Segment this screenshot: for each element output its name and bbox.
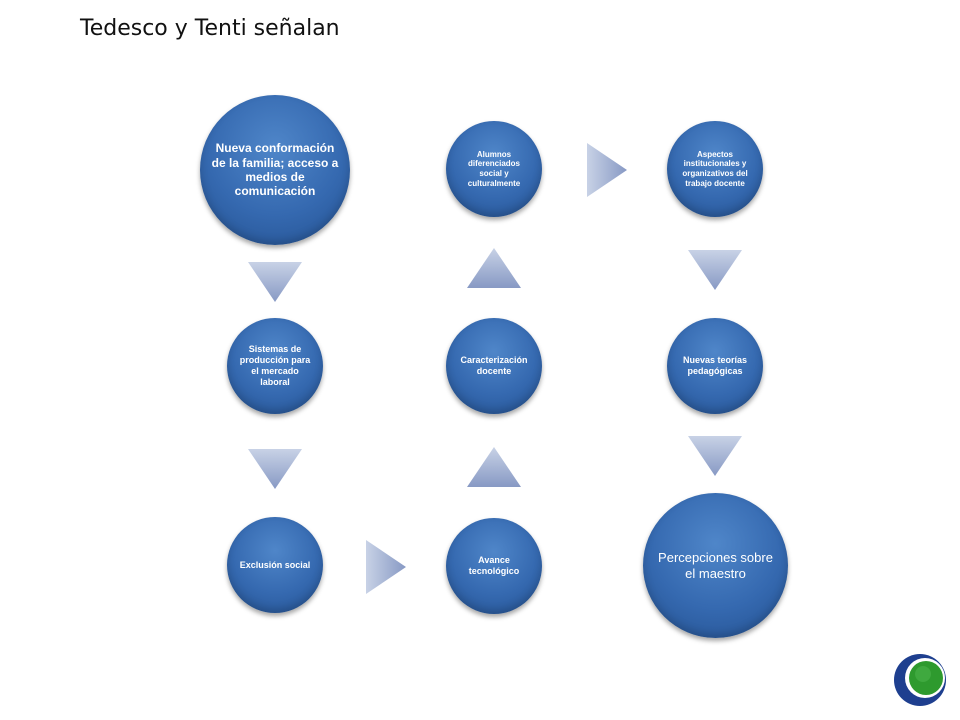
arrow-up-2: [467, 248, 521, 288]
node-alumnos: Alumnos diferenciados social y culturalm…: [446, 121, 542, 217]
arrow-down-2: [248, 449, 302, 489]
node-alumnos-label: Alumnos diferenciados social y culturalm…: [467, 149, 521, 188]
arrow-up-1: [467, 447, 521, 487]
node-percepciones: Percepciones sobre el maestro: [643, 493, 788, 638]
node-familia-label: Nueva conformación de la familia; acceso…: [211, 141, 339, 199]
node-caracterizacion-label: Caracterización docente: [460, 355, 528, 376]
slide-title: Tedesco y Tenti señalan: [80, 16, 340, 41]
node-aspectos: Aspectos institucionales y organizativos…: [667, 121, 763, 217]
node-percepciones-label: Percepciones sobre el maestro: [658, 549, 773, 581]
arrow-right-2: [587, 143, 627, 197]
node-exclusion-label: Exclusión social: [239, 559, 311, 570]
node-teorias-label: Nuevas teorías pedagógicas: [682, 355, 748, 376]
node-familia: Nueva conformación de la familia; acceso…: [200, 95, 350, 245]
node-sistemas-label: Sistemas de producción para el mercado l…: [239, 344, 311, 387]
arrow-down-1: [248, 262, 302, 302]
node-avance: Avance tecnológico: [446, 518, 542, 614]
node-teorias: Nuevas teorías pedagógicas: [667, 318, 763, 414]
logo-icon: [894, 654, 946, 706]
node-sistemas: Sistemas de producción para el mercado l…: [227, 318, 323, 414]
arrow-right-1: [366, 540, 406, 594]
arrow-down-3: [688, 250, 742, 290]
node-caracterizacion: Caracterización docente: [446, 318, 542, 414]
node-aspectos-label: Aspectos institucionales y organizativos…: [682, 149, 748, 188]
arrow-down-4: [688, 436, 742, 476]
node-avance-label: Avance tecnológico: [468, 555, 520, 576]
node-exclusion: Exclusión social: [227, 517, 323, 613]
